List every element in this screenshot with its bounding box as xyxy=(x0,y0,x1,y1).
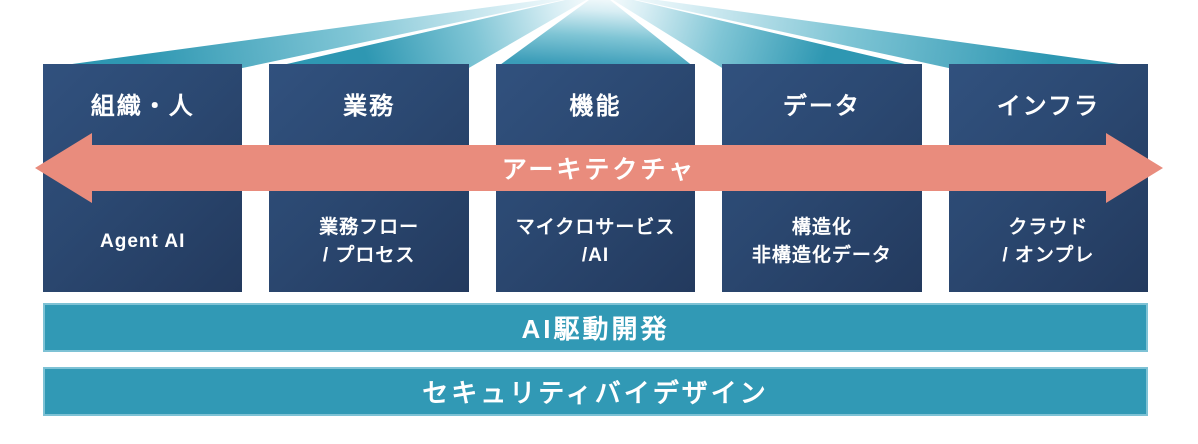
sub-line: 構造化 xyxy=(791,216,852,238)
sub-line: 業務フロー xyxy=(319,216,420,238)
column-header: 業務 xyxy=(343,92,396,120)
ray-2 xyxy=(269,0,587,68)
ray-1 xyxy=(43,0,563,68)
double-arrow-shape xyxy=(35,133,1163,203)
bar-ai-driven-development: AI駆動開発 xyxy=(43,303,1148,352)
ray-3 xyxy=(495,0,696,68)
column-header: データ xyxy=(782,92,861,120)
convergence-rays xyxy=(43,0,1148,68)
architecture-arrow xyxy=(35,133,1163,203)
column-header: インフラ xyxy=(996,92,1100,120)
sub-line: マイクロサービス xyxy=(515,216,676,238)
ray-5 xyxy=(636,0,1148,68)
column-sub-label: Agent AI xyxy=(43,192,242,292)
column-header: 組織・人 xyxy=(90,92,195,120)
sub-line: / オンプレ xyxy=(1002,245,1095,266)
column-sub-label: 構造化 非構造化データ xyxy=(722,192,921,292)
bar-label: セキュリティバイデザイン xyxy=(422,378,769,408)
sub-line: クラウド xyxy=(1008,216,1089,238)
bar-label: AI駆動開発 xyxy=(521,314,670,344)
column-sub-label: クラウド / オンプレ xyxy=(949,192,1148,292)
sub-line: / プロセス xyxy=(322,245,416,266)
column-sub-label: 業務フロー / プロセス xyxy=(269,192,468,292)
column-sub-label: マイクロサービス /AI xyxy=(496,192,695,292)
sub-line: /AI xyxy=(581,245,610,266)
bar-security-by-design: セキュリティバイデザイン xyxy=(43,367,1148,416)
ray-4 xyxy=(612,0,922,68)
sub-line: 非構造化データ xyxy=(751,245,892,266)
sub-line: Agent AI xyxy=(100,230,186,252)
column-header: 機能 xyxy=(569,92,622,120)
architecture-arrow-label: アーキテクチャ xyxy=(501,156,697,184)
